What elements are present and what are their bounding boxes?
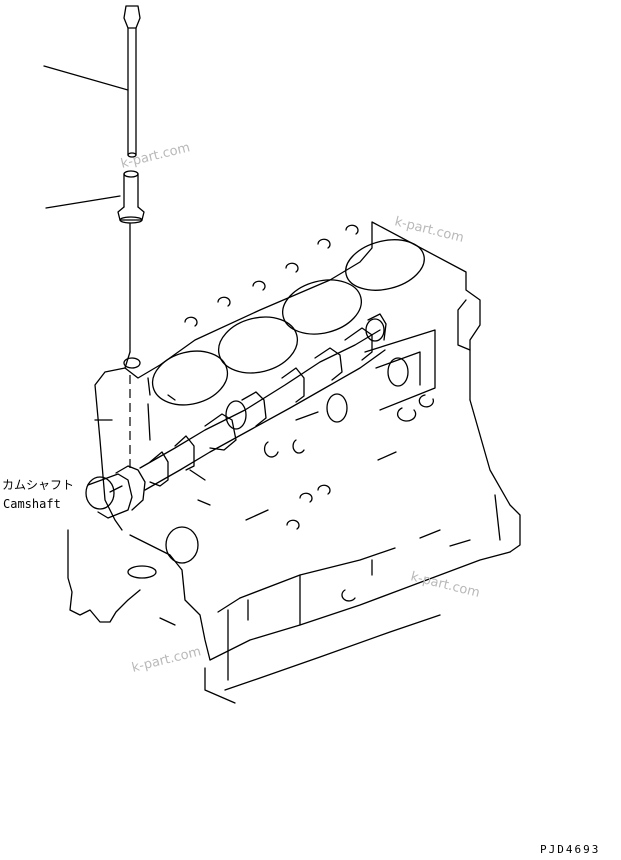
watermark: k-part.com [393,214,465,246]
camshaft [85,313,387,519]
push-rod [123,5,141,158]
cylinder-block [67,221,521,704]
camshaft-label-english: Camshaft [3,497,61,511]
tappet-leader-line [45,195,121,209]
push-rod-leader-line [43,65,129,91]
drawing-code: PJD4693 [540,843,600,856]
watermark: k-part.com [409,569,481,601]
valve-tappet [117,170,145,224]
camshaft-label-japanese: カムシャフト [2,478,74,492]
watermark: k-part.com [130,644,202,676]
watermark: k-part.com [119,140,191,172]
